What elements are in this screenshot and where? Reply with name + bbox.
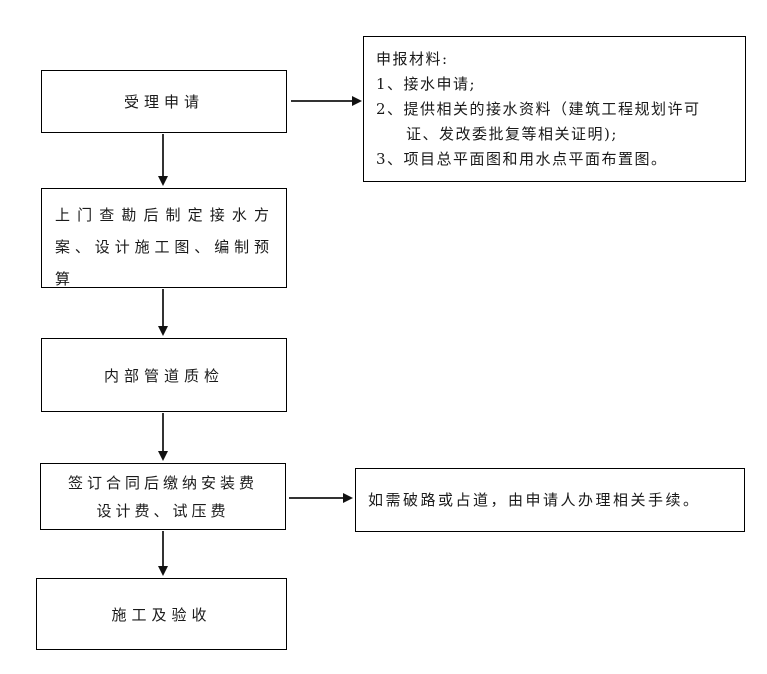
arrow-contract-to-construction-icon — [158, 531, 168, 576]
flow-box-pipe-inspection-label: 内部管道质检 — [103, 366, 224, 385]
flow-box-contract-fees: 签订合同后缴纳安装费 设计费、试压费 — [40, 463, 286, 530]
note-road-occupation: 如需破路或占道，由申请人办理相关手续。 — [355, 468, 745, 532]
note-road-occupation-label: 如需破路或占道，由申请人办理相关手续。 — [368, 490, 701, 509]
arrow-inspection-to-contract-icon — [158, 413, 168, 461]
flow-box-contract-fees-line2: 设计费、试压费 — [96, 501, 230, 520]
arrow-survey-to-inspection-icon — [158, 289, 168, 336]
note-application-materials-list: 1、接水申请; 2、提供相关的接水资料（建筑工程规划许可证、发改委批复等相关证明… — [376, 72, 733, 172]
flow-box-contract-fees-line1: 签订合同后缴纳安装费 — [67, 473, 258, 492]
flow-box-construction-acceptance: 施工及验收 — [36, 578, 287, 650]
flow-box-survey-design: 上门查勘后制定接水方案、设计施工图、编制预算 — [41, 188, 287, 288]
flow-box-construction-acceptance-label: 施工及验收 — [111, 605, 212, 624]
arrow-accept-to-materials-icon — [291, 96, 362, 106]
arrow-contract-to-road-icon — [289, 493, 353, 503]
materials-item-3: 3、项目总平面图和用水点平面布置图。 — [376, 150, 668, 168]
materials-item-2: 2、提供相关的接水资料（建筑工程规划许可证、发改委批复等相关证明); — [376, 100, 701, 143]
note-application-materials-title: 申报材料: — [376, 50, 449, 68]
flow-box-pipe-inspection: 内部管道质检 — [41, 338, 287, 412]
flow-box-accept-application-label: 受理申请 — [123, 93, 204, 111]
materials-item-1: 1、接水申请; — [376, 75, 477, 93]
note-application-materials: 申报材料: 1、接水申请; 2、提供相关的接水资料（建筑工程规划许可证、发改委批… — [363, 36, 746, 182]
arrow-accept-to-survey-icon — [158, 134, 168, 186]
flow-box-accept-application: 受理申请 — [41, 70, 287, 133]
flow-box-survey-design-label: 上门查勘后制定接水方案、设计施工图、编制预算 — [55, 206, 273, 288]
